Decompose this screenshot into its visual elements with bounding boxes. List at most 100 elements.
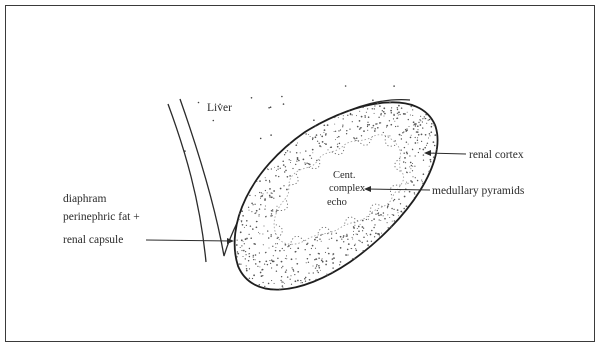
cortex-dot — [257, 266, 258, 267]
cortex-dot — [411, 135, 412, 136]
cortex-dot — [312, 137, 314, 139]
liver-dot — [393, 85, 395, 87]
cortex-dot — [281, 276, 282, 277]
cortex-dot — [375, 232, 377, 234]
cortex-dot — [296, 263, 298, 265]
cortex-dot — [389, 135, 390, 136]
cortex-dot — [267, 192, 268, 193]
cortex-dot — [339, 143, 341, 145]
cortex-dot — [265, 205, 266, 206]
cortex-dot — [388, 136, 389, 137]
cortex-dot — [412, 170, 413, 171]
cortex-dot — [279, 195, 281, 197]
cortex-dot — [252, 228, 254, 230]
cortex-dot — [248, 207, 249, 208]
cortex-dot — [360, 241, 361, 242]
cortex-dot — [378, 215, 380, 217]
cortex-dot — [418, 152, 419, 153]
cortex-dot — [374, 113, 375, 114]
cortex-dot — [318, 143, 319, 144]
cortex-dot — [319, 267, 321, 269]
cortex-dot — [414, 194, 415, 195]
cortex-dot — [306, 243, 308, 245]
cortex-dot — [285, 271, 287, 273]
cortex-dot — [322, 141, 324, 143]
cortex-dot — [270, 234, 272, 236]
cortex-dot — [271, 280, 272, 281]
cortex-dot — [261, 192, 262, 193]
cortex-dot — [340, 247, 342, 249]
cortex-dot — [268, 169, 269, 170]
cortex-dot — [282, 161, 284, 163]
cortex-dot — [414, 197, 415, 198]
cortex-dot — [422, 183, 423, 184]
cortex-dot — [273, 198, 274, 199]
central-complex-label-line1: Cent. — [333, 170, 355, 181]
cortex-dot — [352, 238, 353, 239]
cortex-dot — [325, 252, 326, 253]
cortex-dot — [338, 130, 339, 131]
cortex-dot — [362, 106, 364, 108]
cortex-dot — [296, 152, 298, 154]
liver-dot — [198, 102, 200, 104]
cortex-dot — [248, 253, 249, 254]
cortex-dot — [275, 250, 276, 251]
cortex-dot — [265, 260, 267, 262]
cortex-dot — [262, 275, 263, 276]
cortex-dot — [403, 161, 405, 163]
cortex-dot — [243, 241, 244, 242]
cortex-dot — [362, 230, 363, 231]
cortex-dot — [414, 166, 415, 167]
cortex-dot — [251, 203, 253, 205]
cortex-dot — [421, 141, 422, 142]
liver-dot — [270, 106, 272, 108]
cortex-dot — [397, 209, 399, 211]
liver-label: Liver — [207, 102, 232, 114]
cortex-dot — [422, 127, 423, 128]
cortex-dot — [379, 105, 381, 107]
cortex-dot — [274, 167, 275, 168]
cortex-dot — [325, 264, 327, 266]
cortex-dot — [389, 102, 391, 104]
cortex-dot — [264, 208, 265, 209]
cortex-dot — [354, 245, 355, 246]
cortex-dot — [315, 125, 316, 126]
cortex-dot — [398, 199, 399, 200]
cortex-dot — [343, 118, 344, 119]
cortex-dot — [264, 263, 265, 264]
cortex-dot — [418, 122, 419, 123]
cortex-dot — [308, 273, 309, 274]
cortex-dot — [371, 230, 373, 232]
cortex-dot — [382, 110, 383, 111]
cortex-dot — [315, 267, 316, 268]
cortex-dot — [316, 264, 317, 265]
cortex-dot — [406, 205, 408, 207]
cortex-dot — [280, 168, 281, 169]
cortex-dot — [351, 114, 352, 115]
cortex-dot — [409, 166, 410, 167]
cortex-dot — [361, 242, 362, 243]
cortex-dot — [356, 115, 357, 116]
cortex-dot — [276, 270, 277, 271]
cortex-dot — [336, 233, 337, 234]
cortex-dot — [395, 140, 396, 141]
cortex-dot — [290, 151, 291, 152]
cortex-dot — [393, 114, 394, 115]
liver-dot — [372, 99, 374, 101]
cortex-dot — [317, 270, 318, 271]
cortex-dot — [248, 234, 249, 235]
cortex-dot — [321, 136, 323, 138]
cortex-dot — [287, 176, 289, 178]
cortex-dot — [296, 160, 297, 161]
cortex-dot — [406, 128, 407, 129]
cortex-dot — [406, 151, 408, 153]
cortex-dot — [363, 228, 364, 229]
cortex-dot — [283, 282, 284, 283]
cortex-dot — [333, 257, 335, 259]
cortex-dot — [290, 162, 291, 163]
cortex-dot — [430, 161, 431, 162]
cortex-dot — [390, 110, 392, 112]
cortex-dot — [341, 238, 342, 239]
cortex-dot — [324, 129, 326, 131]
cortex-dot — [263, 244, 264, 245]
